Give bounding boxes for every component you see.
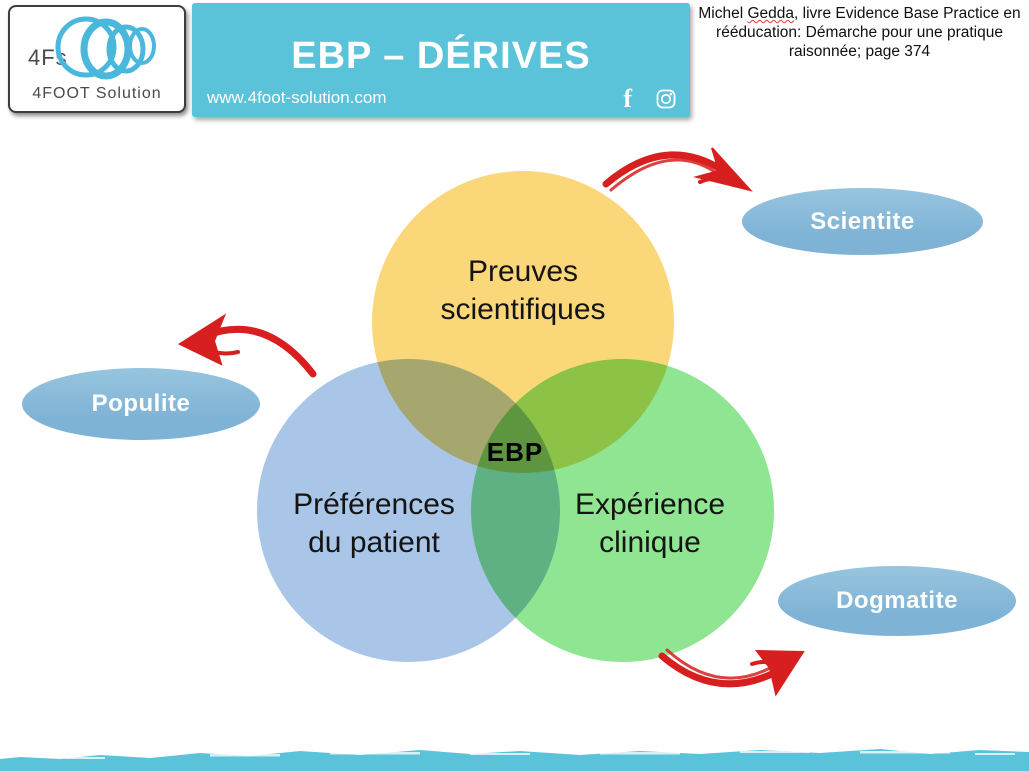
label-preferences-du-patient: Préférences du patient <box>293 488 455 559</box>
citation-post: , livre Evidence Base Practice en rééduc… <box>716 5 1021 61</box>
logo-rings-icon <box>55 16 156 80</box>
instagram-icon[interactable] <box>656 89 676 109</box>
scientite-label: Scientite <box>810 207 915 235</box>
citation-pre: Michel <box>698 5 748 22</box>
label-preuves-scientifiques: Preuves scientifiques <box>440 255 606 326</box>
populite-label: Populite <box>91 390 191 417</box>
label-experience-clinique: Expérience clinique <box>574 488 726 559</box>
ellipse-scientite: Scientite <box>742 188 983 255</box>
logo-card: 4Fs 4FOOT Solution <box>8 5 186 113</box>
title-banner: EBP – DÉRIVES www.4foot-solution.com f <box>192 3 690 117</box>
citation-text: Michel Gedda, livre Evidence Base Practi… <box>692 4 1027 62</box>
circle-experience-clinique <box>471 359 774 662</box>
website-link[interactable]: www.4foot-solution.com <box>207 88 387 107</box>
ellipse-dogmatite: Dogmatite <box>778 566 1016 636</box>
citation-misspelled-word: Gedda <box>747 5 795 22</box>
facebook-icon[interactable]: f <box>623 84 632 113</box>
dogmatite-label: Dogmatite <box>836 587 958 614</box>
page-title: EBP – DÉRIVES <box>291 35 591 77</box>
ellipse-populite: Populite <box>22 368 260 440</box>
ebp-center-label: EBP <box>486 437 544 467</box>
logo-name: 4FOOT Solution <box>32 85 162 102</box>
